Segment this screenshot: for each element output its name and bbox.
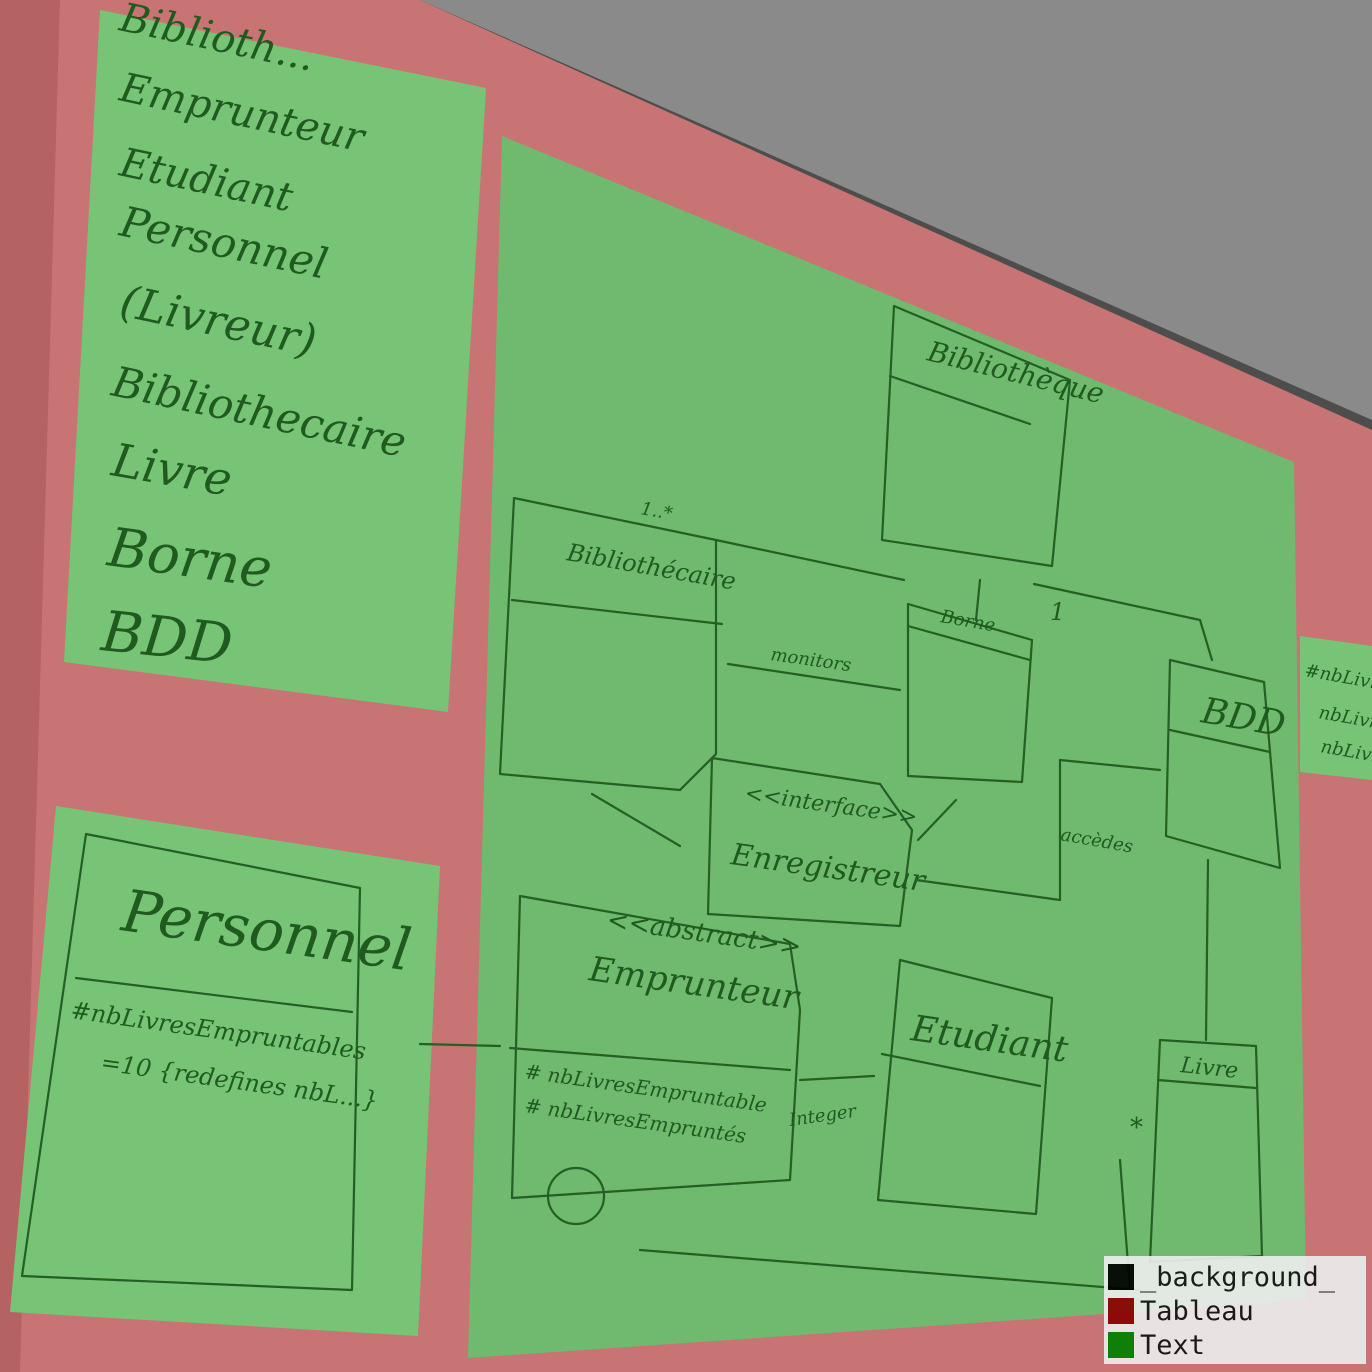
text-region-right-edge: [1300, 636, 1372, 780]
label-star: *: [1130, 1113, 1143, 1143]
class-livre: Livre: [1178, 1053, 1239, 1084]
legend-row: _background_: [1108, 1260, 1362, 1294]
tableau-frame-shade: [0, 0, 60, 1372]
list-item: BDD: [98, 599, 236, 677]
legend-swatch-background: [1108, 1264, 1134, 1290]
legend-swatch-text: [1108, 1332, 1134, 1358]
text-region-personnel: [10, 806, 440, 1336]
legend-swatch-tableau: [1108, 1298, 1134, 1324]
legend-row: Text: [1108, 1328, 1362, 1362]
label-one: 1: [1050, 598, 1065, 626]
text-region-diagram: [468, 136, 1306, 1358]
legend-label-background: _background_: [1140, 1261, 1336, 1293]
legend-row: Tableau: [1108, 1294, 1362, 1328]
legend-label-tableau: Tableau: [1140, 1295, 1254, 1327]
background-wall-light: [420, 0, 1372, 420]
legend: _background_ Tableau Text: [1104, 1256, 1366, 1364]
legend-label-text: Text: [1140, 1329, 1206, 1361]
text-region-list: [64, 10, 486, 712]
